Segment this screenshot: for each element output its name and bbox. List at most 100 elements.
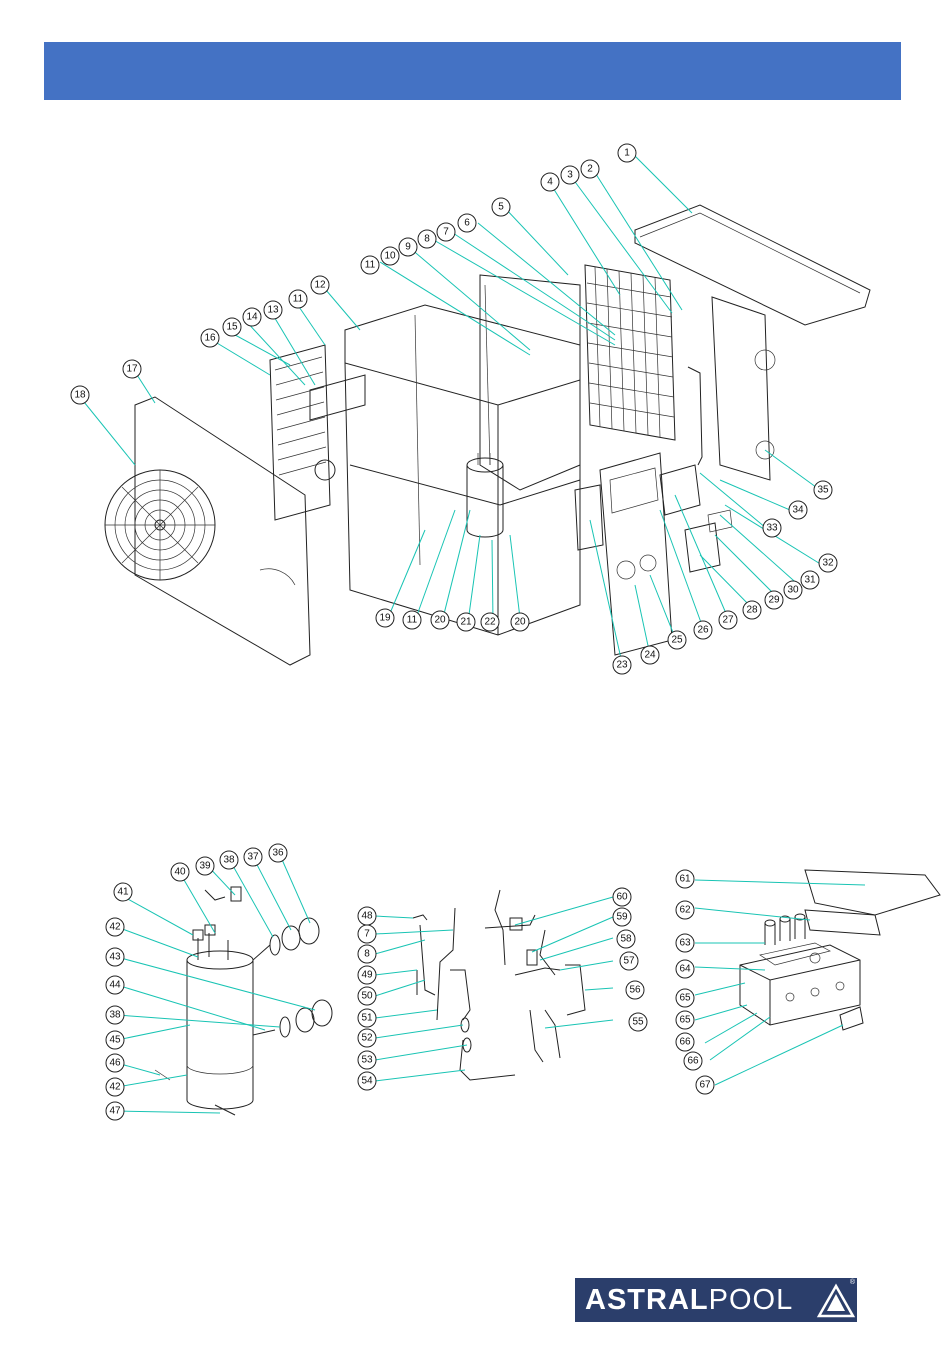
svg-text:47: 47 [109,1106,121,1117]
callout-19: 19 [376,609,394,627]
callout-16: 16 [201,329,219,347]
svg-text:66: 66 [687,1056,699,1067]
callout-53: 53 [358,1051,376,1069]
piping-leader-lines [375,897,613,1081]
logo-text-light: POOL [709,1284,794,1316]
svg-text:55: 55 [632,1017,644,1028]
svg-text:50: 50 [361,991,373,1002]
svg-text:61: 61 [679,874,691,885]
callout-59: 59 [613,908,631,926]
callout-43: 43 [106,948,124,966]
svg-text:63: 63 [679,938,691,949]
evaporator-grid [585,265,675,440]
main-drawing: 1 2 3 4 5 6 7 8 9 10 11 12 11 13 14 15 1… [60,135,890,685]
svg-text:30: 30 [787,585,799,596]
callout-50: 50 [358,987,376,1005]
callout-37: 37 [244,848,262,866]
callout-38b: 38 [106,1006,124,1024]
callout-21: 21 [457,613,475,631]
svg-text:24: 24 [644,650,656,661]
svg-text:28: 28 [746,605,758,616]
callout-25: 25 [668,631,686,649]
callout-49: 49 [358,966,376,984]
svg-text:49: 49 [361,970,373,981]
callout-38a: 38 [220,851,238,869]
callout-27: 27 [719,611,737,629]
callout-22: 22 [481,613,499,631]
logo-registered: ® [850,1279,855,1286]
svg-text:15: 15 [226,322,238,333]
svg-text:11: 11 [293,294,304,305]
svg-text:36: 36 [272,848,284,859]
svg-text:31: 31 [804,575,816,586]
frame [345,275,580,635]
svg-text:65: 65 [679,993,691,1004]
callout-29: 29 [765,591,783,609]
callout-61: 61 [676,870,694,888]
callout-46: 46 [106,1054,124,1072]
fan-motor-bracket [270,345,365,520]
callout-10: 10 [381,247,399,265]
callout-62: 62 [676,901,694,919]
electrical-box-diagram: 61 62 63 64 65 65 66 66 67 [665,855,950,1100]
svg-text:53: 53 [361,1055,373,1066]
callout-4: 4 [541,173,559,191]
svg-text:65: 65 [679,1015,691,1026]
callout-52: 52 [358,1029,376,1047]
svg-text:20: 20 [514,617,526,628]
svg-text:14: 14 [246,312,258,323]
svg-text:57: 57 [623,956,635,967]
callout-18: 18 [71,386,89,404]
callout-14: 14 [243,308,261,326]
callout-8: 8 [418,230,436,248]
callout-65a: 65 [676,989,694,1007]
svg-text:9: 9 [405,242,411,253]
callout-23: 23 [613,656,631,674]
svg-text:60: 60 [616,892,628,903]
callout-40: 40 [171,863,189,881]
callout-9: 9 [399,238,417,256]
callout-30: 30 [784,581,802,599]
svg-text:40: 40 [174,867,186,878]
svg-text:38: 38 [223,855,235,866]
callout-48: 48 [358,907,376,925]
callout-44: 44 [106,976,124,994]
callout-11c: 11 [403,611,421,629]
svg-text:44: 44 [109,980,121,991]
callout-26: 26 [694,621,712,639]
callout-24: 24 [641,646,659,664]
header-bar [44,42,901,100]
svg-text:18: 18 [74,390,86,401]
svg-text:42: 42 [109,922,121,933]
callout-51: 51 [358,1009,376,1027]
svg-text:19: 19 [379,613,391,624]
logo-text: ASTRALPOOL [585,1278,793,1322]
callout-34: 34 [789,501,807,519]
callout-58: 58 [617,930,635,948]
callout-20b: 20 [511,613,529,631]
svg-text:58: 58 [620,934,632,945]
svg-text:43: 43 [109,952,121,963]
electrical-drawing: 61 62 63 64 65 65 66 66 67 [665,855,950,1100]
callout-45: 45 [106,1031,124,1049]
svg-text:7: 7 [443,227,449,238]
callout-3: 3 [561,166,579,184]
callout-60: 60 [613,888,631,906]
callout-39: 39 [196,857,214,875]
callout-67: 67 [696,1076,714,1094]
callout-42a: 42 [106,918,124,936]
callout-28: 28 [743,601,761,619]
callout-56: 56 [626,981,644,999]
exchanger-leader-lines [115,855,315,1113]
callout-12: 12 [311,276,329,294]
exchanger-drawing: 36 37 38 39 40 41 42 43 44 38 45 46 42 4… [95,835,345,1135]
svg-text:33: 33 [766,523,778,534]
back-panel [712,297,770,480]
svg-text:67: 67 [699,1080,711,1091]
svg-text:12: 12 [314,280,326,291]
heat-exchanger-diagram: 36 37 38 39 40 41 42 43 44 38 45 46 42 4… [95,835,345,1135]
svg-text:6: 6 [464,218,470,229]
svg-text:37: 37 [247,852,259,863]
callout-47: 47 [106,1102,124,1120]
callout-33: 33 [763,519,781,537]
